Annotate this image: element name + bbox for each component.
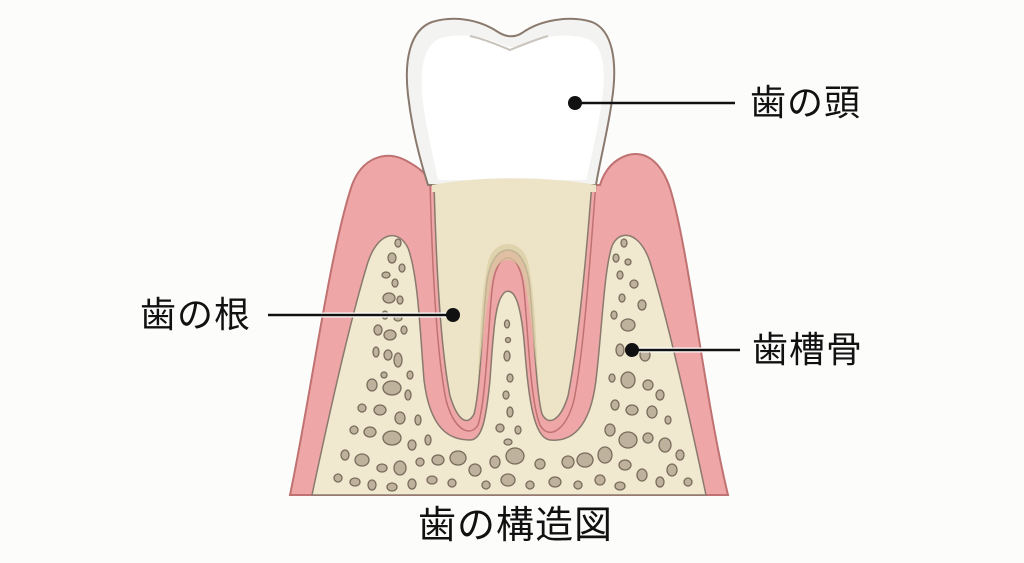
pointer-crown <box>568 96 735 110</box>
label-crown: 歯の頭 <box>750 83 862 124</box>
pointer-root <box>268 308 460 322</box>
pointer-alveolar-bone <box>625 343 740 357</box>
label-alveolar-bone: 歯槽骨 <box>752 330 864 371</box>
bone-pores <box>333 238 693 492</box>
label-root: 歯の根 <box>140 295 252 336</box>
tooth-crown <box>405 17 616 192</box>
tooth-root <box>429 181 597 434</box>
diagram-title: 歯の構造図 <box>418 503 614 547</box>
